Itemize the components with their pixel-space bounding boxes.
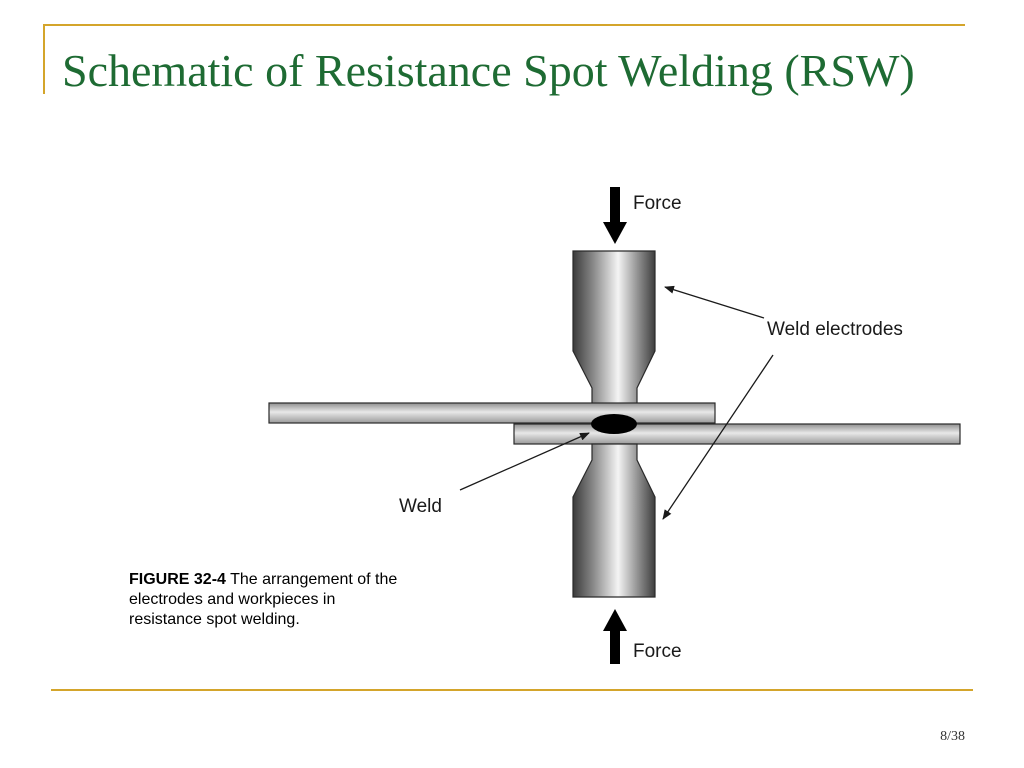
- weld-label: Weld: [399, 496, 442, 517]
- figure-number: FIGURE 32-4: [129, 571, 226, 588]
- lower-workpiece: [513, 423, 961, 445]
- bottom-rule: [51, 689, 973, 691]
- figure-caption: FIGURE 32-4 The arrangement of the elect…: [129, 570, 404, 630]
- weld-electrodes-label: Weld electrodes: [767, 319, 903, 340]
- figure-caption-text: The arrangement of the electrodes and wo…: [129, 571, 398, 628]
- weld-nugget: [591, 414, 637, 434]
- page-number: 8/38: [940, 729, 965, 744]
- force-top-label: Force: [633, 193, 682, 214]
- up-arrow-icon: [603, 609, 627, 664]
- top-rule: [43, 24, 965, 26]
- down-arrow-icon: [603, 187, 627, 244]
- force-bottom-label: Force: [633, 641, 682, 662]
- lower-electrode: [572, 443, 656, 598]
- leader-upper-electrode: [664, 285, 765, 319]
- upper-electrode: [572, 250, 656, 406]
- leader-weld: [459, 432, 590, 491]
- leader-lower-electrode: [662, 354, 774, 520]
- slide-title: Schematic of Resistance Spot Welding (RS…: [62, 45, 915, 96]
- left-rule: [43, 24, 45, 94]
- upper-workpiece: [268, 402, 716, 424]
